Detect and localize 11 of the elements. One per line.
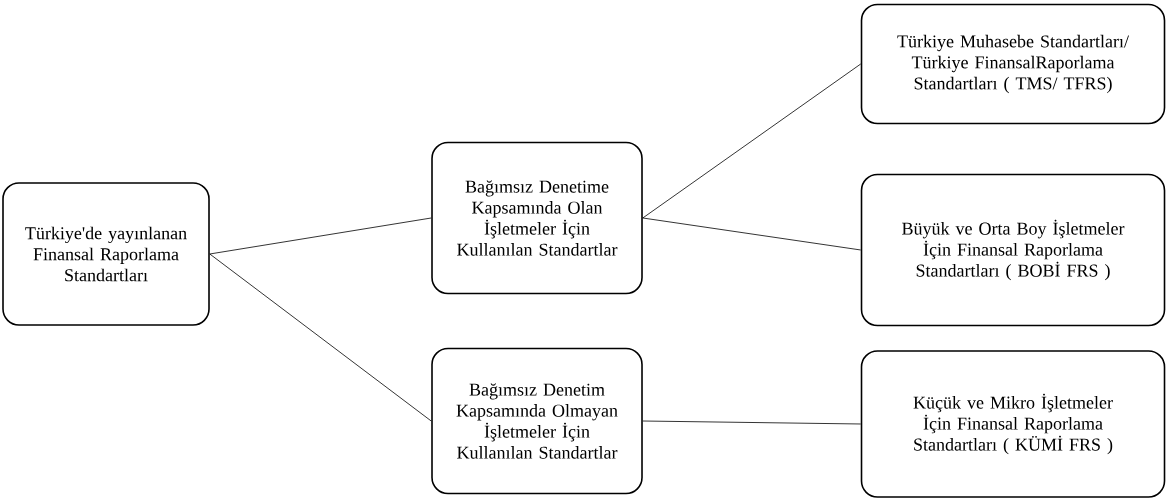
process-box: Büyük ve Orta Boy İşletmeler İçin Finansal Raporlama Standartları ( BOBİ FRS ) bbox=[860, 173, 1166, 327]
process-box: Küçük ve Mikro İşletmeler İçin Finansal Raporlama Standartları ( KÜMİ FRS ) bbox=[860, 350, 1166, 498]
process-box: Türkiye Muhasebe Standartları/ Türkiye FinansalRaporlama Standartları ( TMS/ TFRS) bbox=[860, 3, 1166, 125]
process-box: Bağımsız Denetim Kapsamında Olmayan İşletmeler İçin Kullanılan Standartlar bbox=[431, 347, 643, 495]
connector-line bbox=[209, 217, 432, 255]
connector-line bbox=[642, 217, 862, 251]
connector-line bbox=[209, 253, 432, 422]
connector-line bbox=[642, 63, 862, 219]
process-box: Bağımsız Denetime Kapsamında Olan İşletmeler İçin Kullanılan Standartlar bbox=[431, 141, 643, 295]
process-box: Türkiye'de yayınlanan Finansal Raporlama Standartları bbox=[2, 182, 210, 326]
connector-line bbox=[642, 420, 862, 425]
